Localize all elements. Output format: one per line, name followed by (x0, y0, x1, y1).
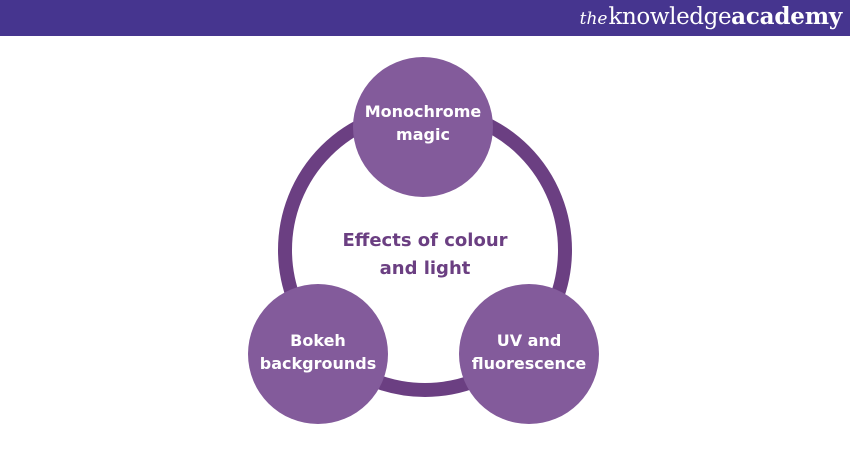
node-circle-monochrome (353, 57, 493, 197)
node-label-monochrome: Monochrome magic (348, 100, 498, 146)
brand-name-regular: knowledge (608, 4, 732, 30)
brand-prefix: the (579, 9, 608, 29)
center-label-line2: and light (379, 258, 471, 279)
node-label-line1: UV and (496, 331, 562, 350)
node-label-line2: magic (396, 125, 450, 144)
brand-name-bold: academy (731, 3, 842, 30)
brand-logo: theknowledgeacademy (579, 3, 843, 33)
node-label-bokeh: Bokeh backgrounds (243, 329, 393, 375)
node-label-line1: Monochrome (364, 102, 482, 121)
diagram-center-label: Effects of colour and light (325, 227, 525, 283)
node-label-line1: Bokeh (290, 331, 346, 350)
header-bar: theknowledgeacademy (0, 0, 850, 36)
node-label-line2: fluorescence (471, 354, 587, 373)
node-circle-uv (459, 284, 599, 424)
node-label-uv: UV and fluorescence (454, 329, 604, 375)
node-label-line2: backgrounds (259, 354, 377, 373)
center-label-line1: Effects of colour (342, 230, 508, 251)
node-circle-bokeh (248, 284, 388, 424)
